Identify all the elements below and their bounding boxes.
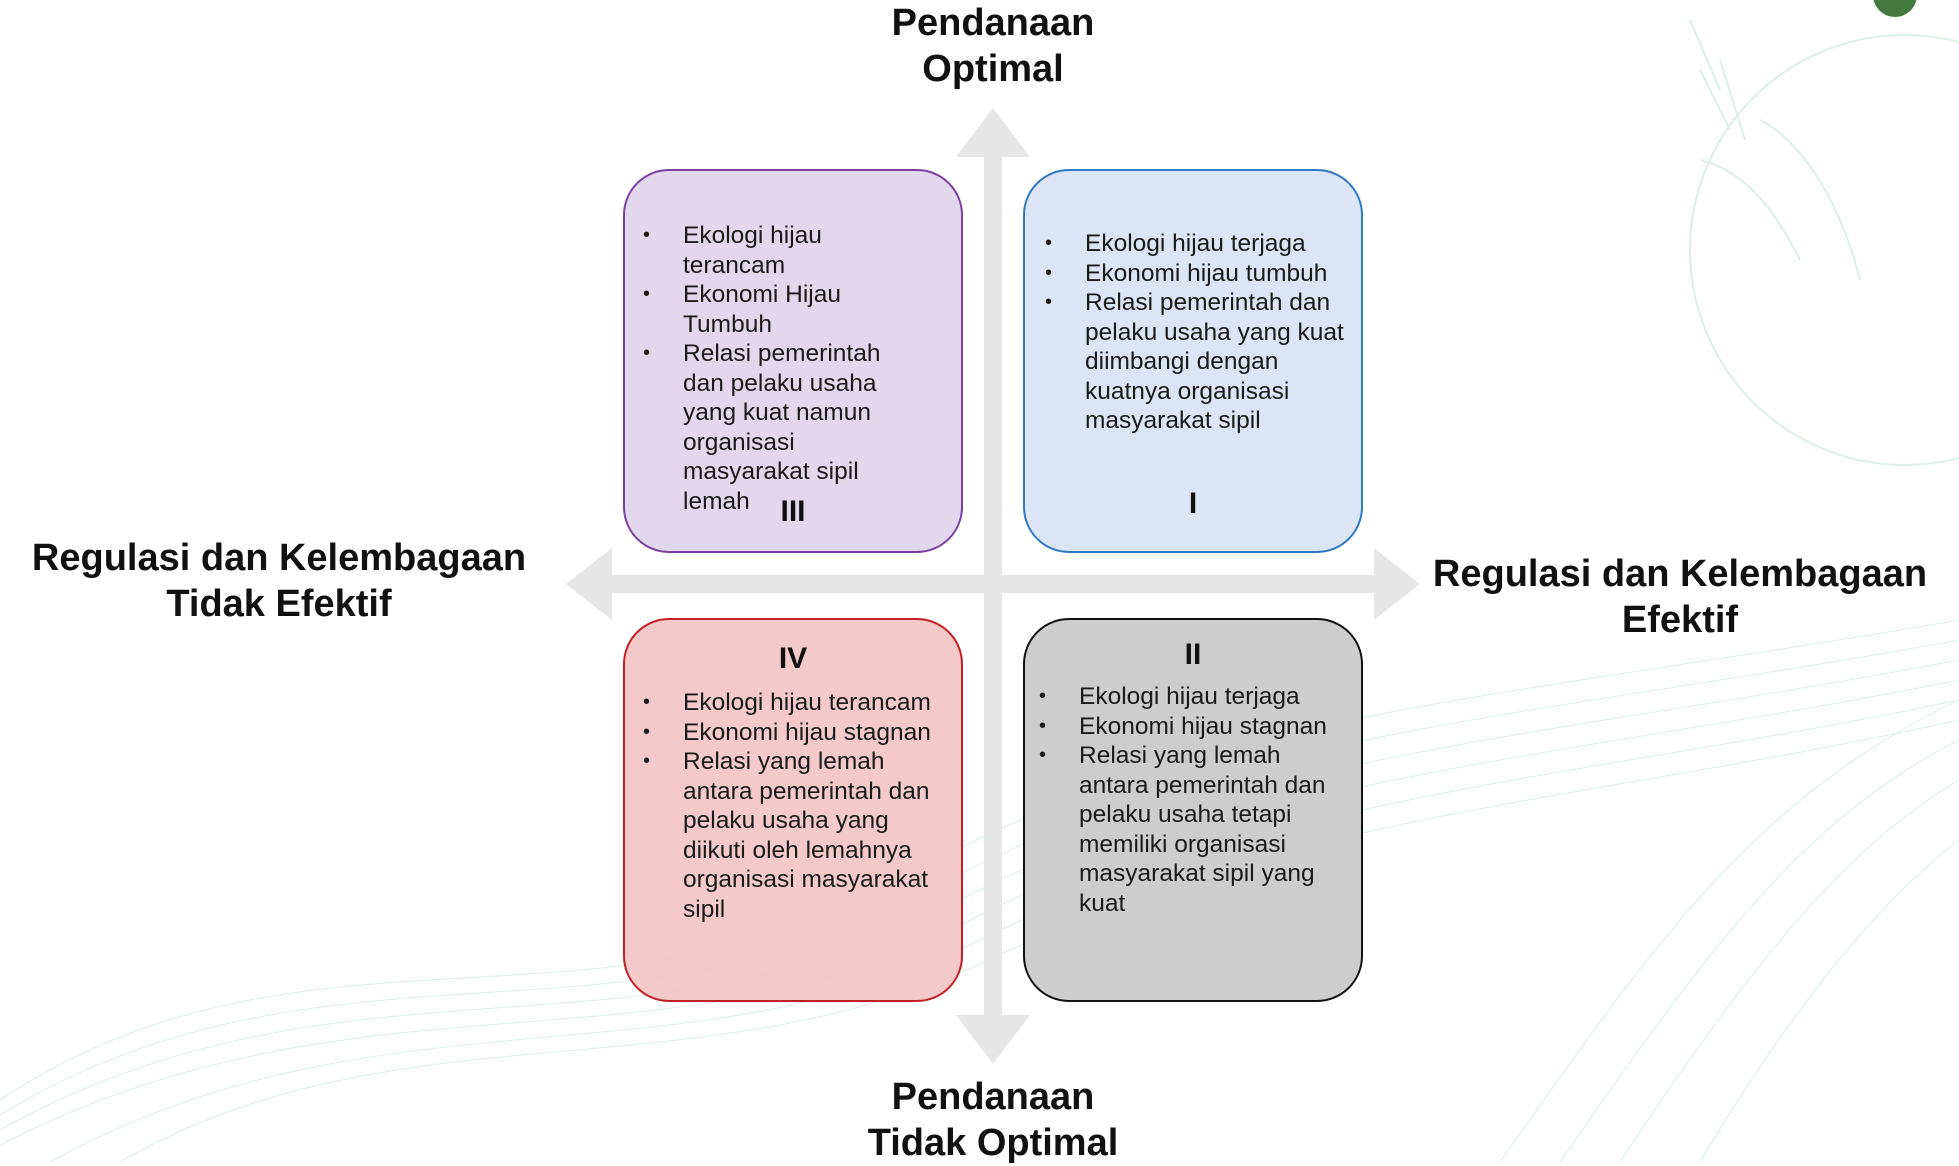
list-item: Ekologi hijau terancam xyxy=(625,221,925,280)
list-item: Relasi yang lemah antara pemerintah dan … xyxy=(625,747,943,924)
quadrant-ii-numeral: II xyxy=(1184,638,1202,671)
axis-label-right-line1: Regulasi dan Kelembagaan xyxy=(1432,553,1928,595)
axis-label-bottom-line2: Tidak Optimal xyxy=(867,1122,1119,1164)
quadrant-ii-list: Ekologi hijau terjaga Ekonomi hijau stag… xyxy=(1021,682,1353,918)
quadrant-iii-numeral: III xyxy=(780,495,806,528)
quadrant-iii-list: Ekologi hijau terancam Ekonomi Hijau Tum… xyxy=(625,221,925,516)
axis-label-bottom-line1: Pendanaan xyxy=(891,1076,1095,1118)
quadrant-i-list: Ekologi hijau terjaga Ekonomi hijau tumb… xyxy=(1027,229,1347,436)
list-item: Ekonomi Hijau Tumbuh xyxy=(625,280,925,339)
axis-label-left-line1: Regulasi dan Kelembagaan xyxy=(31,537,527,579)
list-item: Ekonomi hijau stagnan xyxy=(1021,712,1353,742)
axis-label-top-line2: Optimal xyxy=(922,48,1064,90)
list-item: Relasi pemerintah dan pelaku usaha yang … xyxy=(625,339,925,516)
axis-label-top: Pendanaan Optimal xyxy=(793,0,1193,92)
axis-label-right-line2: Efektif xyxy=(1621,599,1739,641)
axis-label-left-line2: Tidak Efektif xyxy=(166,583,392,625)
list-item: Ekologi hijau terjaga xyxy=(1027,229,1347,259)
quadrant-i-numeral: I xyxy=(1188,487,1198,520)
quadrant-iii: Ekologi hijau terancam Ekonomi Hijau Tum… xyxy=(623,169,963,553)
quadrant-iv: IV Ekologi hijau terancam Ekonomi hijau … xyxy=(623,618,963,1002)
quadrant-ii: II Ekologi hijau terjaga Ekonomi hijau s… xyxy=(1023,618,1363,1002)
list-item: Ekologi hijau terancam xyxy=(625,688,943,718)
list-item: Ekologi hijau terjaga xyxy=(1021,682,1353,712)
quadrant-iv-numeral: IV xyxy=(778,642,808,675)
list-item: Ekonomi hijau stagnan xyxy=(625,718,943,748)
list-item: Relasi yang lemah antara pemerintah dan … xyxy=(1021,741,1353,918)
quadrant-i: Ekologi hijau terjaga Ekonomi hijau tumb… xyxy=(1023,169,1363,553)
axis-label-right: Regulasi dan Kelembagaan Efektif xyxy=(1410,551,1950,643)
axis-label-left: Regulasi dan Kelembagaan Tidak Efektif xyxy=(0,535,558,627)
axis-label-top-line1: Pendanaan xyxy=(891,2,1095,44)
quadrant-iv-list: Ekologi hijau terancam Ekonomi hijau sta… xyxy=(625,688,943,924)
list-item: Ekonomi hijau tumbuh xyxy=(1027,259,1347,289)
list-item: Relasi pemerintah dan pelaku usaha yang … xyxy=(1027,288,1347,436)
axis-label-bottom: Pendanaan Tidak Optimal xyxy=(793,1074,1193,1166)
